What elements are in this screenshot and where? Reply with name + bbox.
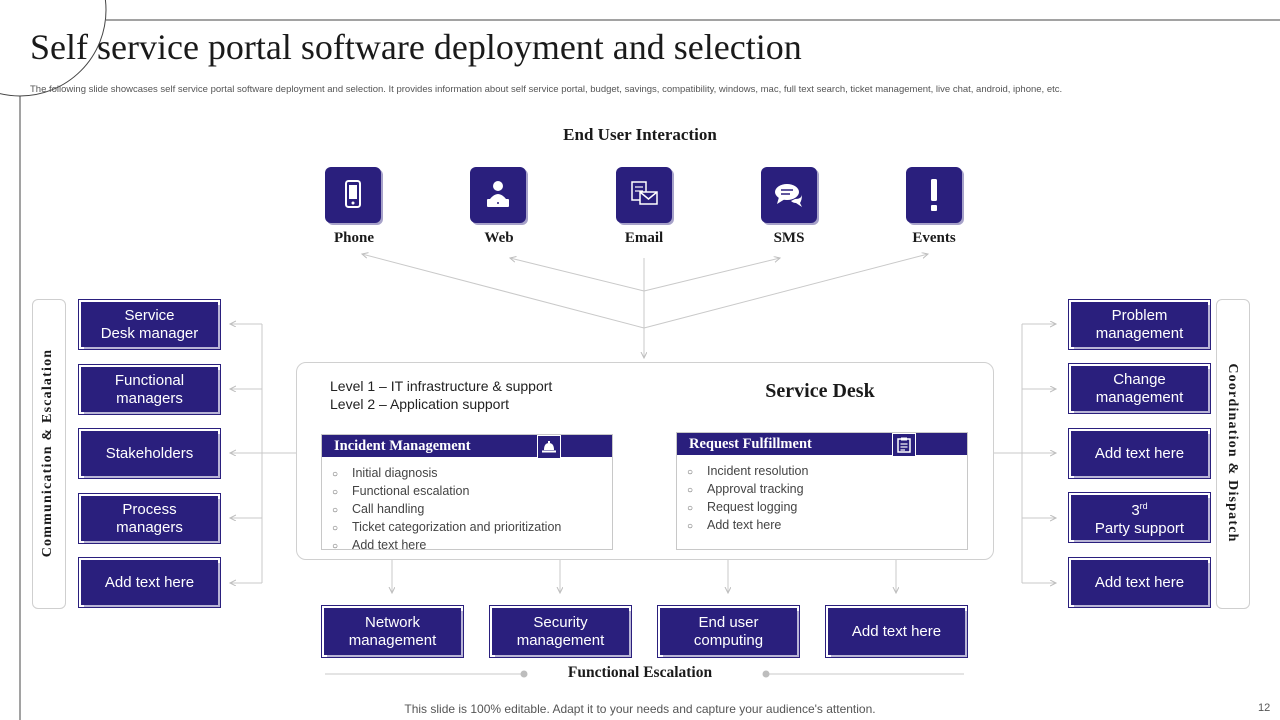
right-box-line2: management [1095, 388, 1184, 406]
list-item: Call handling [332, 501, 612, 519]
incident-management-card: Incident Management Initial diagnosis Fu… [321, 434, 613, 552]
right-box-line1: 3rd [1131, 497, 1147, 520]
functional-box-add-text: Add text here [825, 605, 968, 658]
list-item: Approval tracking [687, 481, 967, 499]
request-fulfillment-header: Request Fulfillment [677, 433, 967, 457]
list-item: Add text here [687, 517, 967, 535]
list-item: Request logging [687, 499, 967, 517]
right-box-line2: Party support [1094, 520, 1185, 537]
events-channel-icon-box [906, 167, 962, 223]
user-at-laptop-icon [487, 181, 509, 207]
left-box-line1: Functional [114, 371, 185, 389]
clipboard-icon [892, 433, 916, 457]
left-box-line1: Stakeholders [105, 444, 194, 462]
page-title: Self service portal software deployment … [30, 27, 802, 67]
service-levels: Level 1 – IT infrastructure & support Le… [330, 377, 552, 413]
list-item: Add text here [332, 537, 612, 555]
functional-escalation-label: Functional Escalation [567, 664, 713, 681]
incident-management-list: Initial diagnosis Functional escalation … [322, 465, 612, 555]
coordination-dispatch-frame [1216, 299, 1250, 609]
incident-management-header: Incident Management [322, 435, 612, 459]
left-box-line2: managers [116, 518, 183, 536]
left-box-add-text: Add text here [78, 557, 221, 608]
page-subtitle: The following slide showcases self servi… [30, 84, 1063, 95]
chat-bubbles-icon [775, 184, 802, 207]
channel-label-events: Events [912, 230, 956, 246]
page-number: 12 [1258, 702, 1271, 714]
incident-management-title: Incident Management [334, 437, 471, 454]
right-box-line1: Problem [1111, 306, 1168, 324]
channel-label-email: Email [624, 230, 664, 246]
sms-channel-icon-box [761, 167, 817, 223]
functional-box-line2: management [348, 631, 437, 649]
left-box-line2: managers [116, 389, 183, 407]
channel-label-sms: SMS [773, 230, 805, 246]
channel-label-phone: Phone [333, 230, 374, 246]
channel-label-web: Web [484, 230, 514, 246]
exclamation-icon [931, 179, 937, 211]
web-channel-icon-box [470, 167, 526, 223]
left-box-line1: Service [124, 306, 175, 324]
left-box-line1: Process [122, 500, 177, 518]
list-item: Initial diagnosis [332, 465, 612, 483]
right-box-add-text: Add text here [1068, 428, 1211, 479]
right-box-line2: management [1095, 324, 1184, 342]
phone-channel-icon-box [325, 167, 381, 223]
functional-box-line1: Security [533, 613, 588, 631]
email-channel-icon-box [616, 167, 672, 223]
right-box-third-party-support: 3rd Party support [1068, 492, 1211, 543]
level-2-text: Level 2 – Application support [330, 396, 510, 412]
functional-box-line2: management [516, 631, 605, 649]
functional-box-line2: computing [693, 631, 764, 649]
left-box-line1: Add text here [104, 573, 195, 591]
functional-box-line1: Add text here [851, 622, 942, 640]
service-desk-title: Service Desk [765, 380, 875, 402]
functional-box-line1: End user [698, 613, 759, 631]
request-fulfillment-title: Request Fulfillment [689, 435, 812, 452]
list-item: Functional escalation [332, 483, 612, 501]
end-user-heading: End User Interaction [563, 125, 717, 144]
ordinal-suffix: rd [1139, 501, 1148, 511]
footer-note: This slide is 100% editable. Adapt it to… [404, 702, 876, 716]
ordinal-number: 3 [1131, 502, 1140, 519]
right-box-line1: Add text here [1094, 573, 1185, 591]
request-fulfillment-list: Incident resolution Approval tracking Re… [677, 463, 967, 535]
left-box-stakeholders: Stakeholders [78, 428, 221, 479]
phone-icon [345, 180, 361, 208]
email-icon [631, 181, 658, 205]
coordination-dispatch-label: Coordination & Dispatch [1225, 363, 1240, 543]
list-item: Incident resolution [687, 463, 967, 481]
left-box-line2: Desk manager [100, 324, 199, 342]
level-1-text: Level 1 – IT infrastructure & support [330, 378, 553, 394]
request-fulfillment-card: Request Fulfillment Incident resolution … [676, 432, 968, 550]
functional-box-line1: Network [364, 613, 420, 631]
right-box-line1: Change [1113, 370, 1166, 388]
communication-escalation-frame [32, 299, 66, 609]
right-box-add-text-2: Add text here [1068, 557, 1211, 608]
communication-escalation-label: Communication & Escalation [40, 348, 55, 558]
list-item: Ticket categorization and prioritization [332, 519, 612, 537]
desk-bell-icon [537, 435, 561, 459]
right-box-line1: Add text here [1094, 444, 1185, 462]
